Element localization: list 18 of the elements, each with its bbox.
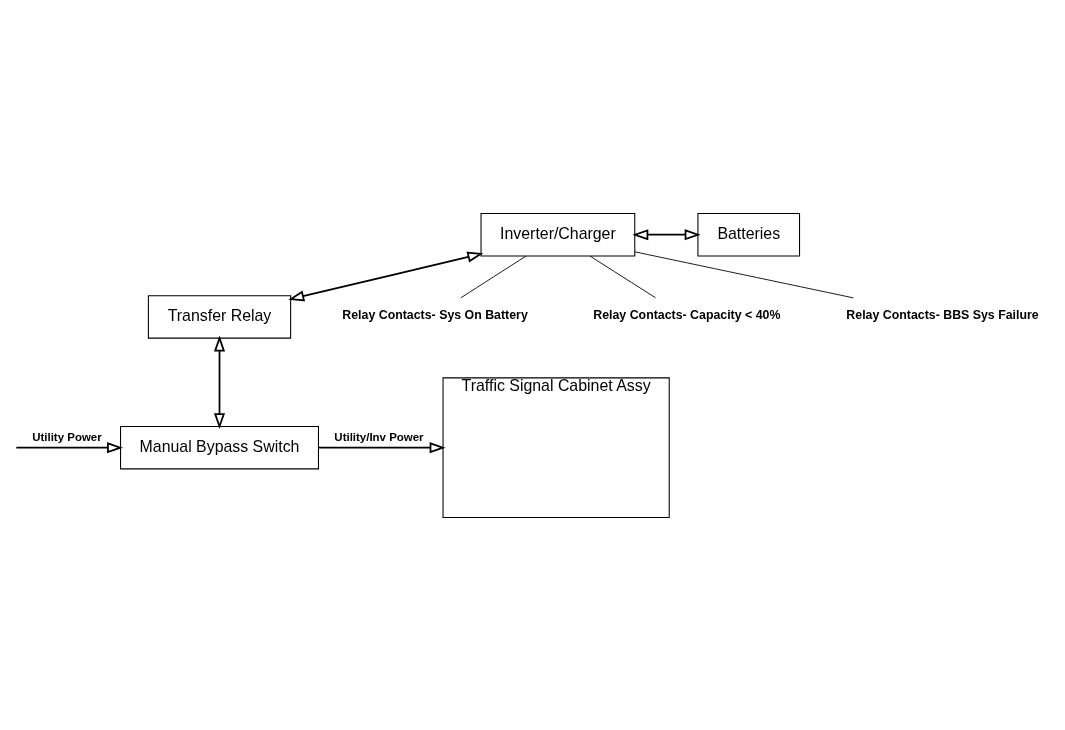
arrow xyxy=(317,441,446,453)
connector xyxy=(634,250,854,298)
node-text: Relay Contacts- Sys On Battery xyxy=(342,307,528,322)
edge-label: Utility/Inv Power xyxy=(334,430,424,443)
arrow xyxy=(288,251,484,301)
connector xyxy=(460,255,527,298)
node-box: Inverter/Charger xyxy=(480,212,636,256)
node-text: Relay Contacts- Capacity < 40% xyxy=(593,307,781,322)
connector xyxy=(589,255,656,298)
arrow xyxy=(213,335,226,429)
node-box: Traffic Signal Cabinet Assy xyxy=(442,376,670,518)
node-box: Batteries xyxy=(697,212,801,256)
node-box: Manual Bypass Switch xyxy=(120,425,319,469)
edge-label: Utility Power xyxy=(32,430,102,443)
arrow xyxy=(632,228,701,240)
node-box: Transfer Relay xyxy=(147,294,292,339)
arrow xyxy=(15,441,123,453)
node-text: Relay Contacts- BBS Sys Failure xyxy=(846,307,1039,322)
